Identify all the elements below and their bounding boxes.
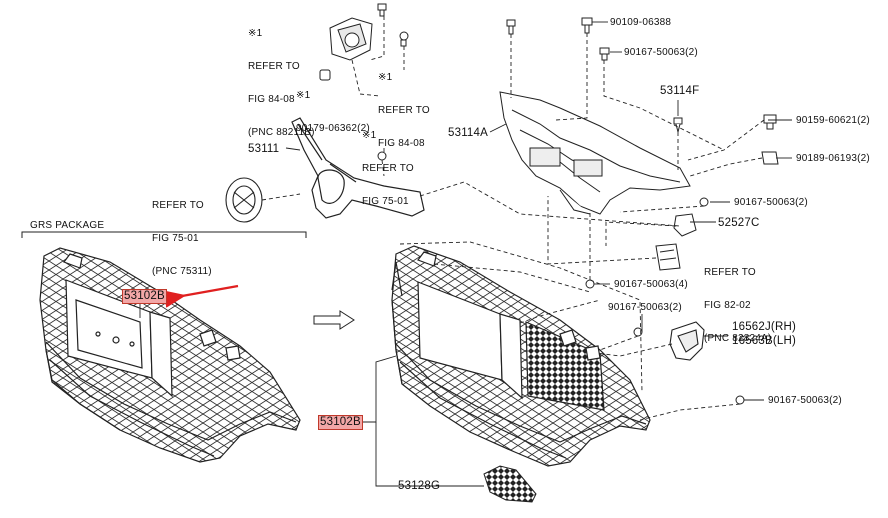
part-number-16562j: 16562J(RH): [732, 321, 796, 333]
bolt-90159: [763, 114, 777, 130]
part-number-53114f: 53114F: [660, 85, 700, 97]
part-number-53102b: 53102B: [318, 415, 363, 430]
solid-leaders: [139, 21, 792, 487]
part-number-90189: 90189-06193(2): [796, 153, 870, 164]
part-number-53111: 53111: [248, 143, 280, 155]
part-number-52527c: 52527C: [718, 217, 760, 229]
clip-90189: [761, 151, 779, 165]
nut-90167-right: [735, 395, 745, 405]
sensor-reference-note: ※1 REFER TO FIG 84-08 (PNC 88211B): [248, 28, 315, 138]
clip-part-number: ※1 90179-06362(2): [296, 90, 370, 134]
grs-package-label: GRS PACKAGE: [30, 220, 105, 231]
bolt-90167-top: [599, 47, 610, 61]
upper-grille-garnish: [291, 117, 425, 219]
part-number-90159: 90159-60621(2): [796, 115, 870, 126]
screw-top: [506, 19, 516, 35]
part-number-90167-four: 90167-50063(4): [614, 279, 688, 290]
part-number-53128g: 53128G: [398, 480, 441, 492]
part-number-90167-right: 90167-50063(2): [768, 395, 842, 406]
part-number-90167-mid: 90167-50063(2): [734, 197, 808, 208]
sensor-bracket-reference-note: ※1 REFER TO FIG 84-08: [378, 72, 430, 149]
grille-right: [391, 245, 651, 467]
part-number-53102b-highlighted: 53102B: [122, 289, 167, 304]
grille-left: [39, 247, 301, 463]
bolt-90109: [581, 17, 593, 34]
radar-sensor: [329, 17, 373, 61]
side-duct-part: [669, 321, 705, 361]
screw-reference-note: ※1 REFER TO FIG 75-01: [362, 130, 414, 207]
grs-package-bracket: [21, 231, 307, 238]
red-callout-arrow: [163, 284, 239, 308]
side-reference-note: REFER TO FIG 82-02 (PNC 82824A): [704, 267, 772, 344]
part-number-53114a: 53114A: [448, 127, 488, 139]
lower-grille-cover: [483, 465, 537, 503]
clip-part: [319, 69, 331, 81]
nut-90167-mid: [699, 197, 709, 207]
bracket-52527c: [673, 213, 697, 237]
part-number-16563b: 16563B(LH): [732, 335, 797, 347]
emblem-reference-note: REFER TO FIG 75-01 (PNC 75311): [152, 200, 212, 277]
upper-bracket-assembly: [499, 91, 691, 215]
emblem-part: [225, 177, 263, 223]
part-number-90167-low: 90167-50063(2): [608, 302, 682, 313]
sensor-bolt: [377, 3, 387, 17]
side-bracket: [655, 243, 681, 271]
part-number-90167-top: 90167-50063(2): [624, 47, 698, 58]
direction-arrow: [313, 310, 355, 330]
bracket-bolt: [399, 31, 409, 47]
part-number-90109: 90109-06388: [610, 17, 672, 28]
bolt-53114f: [673, 117, 683, 133]
